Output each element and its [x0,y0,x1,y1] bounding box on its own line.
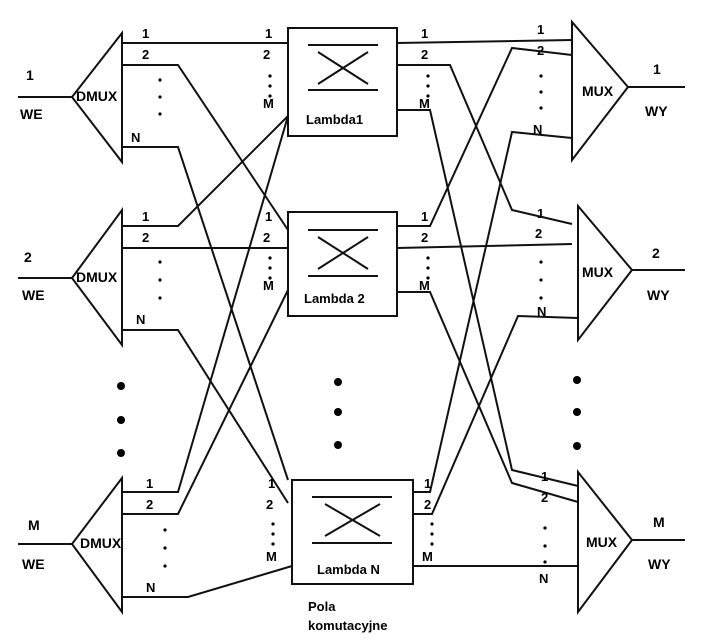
demuxm-ch-n: N [146,580,155,595]
demux-label-2: DMUX [76,269,118,285]
input-port-label-1: 1 [26,67,34,83]
switch-1 [287,27,398,137]
swn-out-2: 2 [424,497,431,512]
sw1-out-1: 1 [421,26,428,41]
demux-1 [70,30,123,165]
sw2-out-2: 2 [421,230,428,245]
output-port-label-2: 2 [652,245,660,261]
mux-label-2: MUX [582,264,614,280]
mux1-ch-n: N [533,122,542,137]
sw2-out-1: 1 [421,209,428,224]
switch-2 [287,211,398,317]
sw2-in-1: 1 [265,209,272,224]
output-label-2: WY [647,287,670,303]
interconnect-wires [18,39,685,598]
demux-2 [70,206,123,349]
mux-1 [571,19,630,163]
demux-m [70,475,123,616]
sw1-out-2: 2 [421,47,428,62]
sw1-out-m: M [419,96,430,111]
sw2-in-2: 2 [263,230,270,245]
muxm-ch-n: N [539,571,548,586]
output-port-label-1: 1 [653,61,661,77]
demux2-ch-2: 2 [142,230,149,245]
swn-in-m: M [266,549,277,564]
demux-label-1: DMUX [76,88,118,104]
sw1-in-2: 2 [263,47,270,62]
output-label-1: WY [645,103,668,119]
output-port-label-m: M [653,514,665,530]
demux2-ch-n: N [136,312,145,327]
switch-label-2: Lambda 2 [304,291,365,306]
mux1-ch-2: 2 [537,43,544,58]
demux2-ch-1: 1 [142,209,149,224]
swn-in-2: 2 [266,497,273,512]
mux-m [577,469,634,615]
mux2-ch-1: 1 [537,206,544,221]
demux1-ch-2: 2 [142,47,149,62]
demux1-ch-1: 1 [142,26,149,41]
demuxm-ch-2: 2 [146,497,153,512]
swn-out-1: 1 [424,476,431,491]
mux2-ch-2: 2 [535,226,542,241]
switch-label-1: Lambda1 [306,112,363,127]
footer-caption-line1: Pola [308,599,336,614]
footer-caption-line2: komutacyjne [308,618,387,633]
switch-n [291,479,414,585]
input-port-label-m: M [28,517,40,533]
muxm-ch-2: 2 [541,490,548,505]
muxm-ch-1: 1 [541,469,548,484]
swn-in-1: 1 [268,476,275,491]
demux-label-m: DMUX [80,535,122,551]
sw2-in-m: M [263,278,274,293]
mux-label-m: MUX [586,534,618,550]
input-label-1: WE [20,106,43,122]
sw1-in-m: M [263,96,274,111]
ellipsis-dots [117,74,581,568]
input-label-m: WE [22,556,45,572]
mux-label-1: MUX [582,83,614,99]
swn-out-m: M [422,549,433,564]
mux2-ch-n: N [537,304,546,319]
output-label-m: WY [648,556,671,572]
switch-label-n: Lambda N [317,562,380,577]
multiplexers [571,19,634,615]
demultiplexers [70,30,123,616]
input-port-label-2: 2 [24,249,32,265]
labels: 1 WE 2 WE M WE DMUX DMUX DMUX 1 2 N 1 2 … [20,22,671,633]
demux1-ch-n: N [131,130,140,145]
sw1-in-1: 1 [265,26,272,41]
input-label-2: WE [22,287,45,303]
mux-2 [577,203,634,343]
demuxm-ch-1: 1 [146,476,153,491]
mux1-ch-1: 1 [537,22,544,37]
sw2-out-m: M [419,278,430,293]
